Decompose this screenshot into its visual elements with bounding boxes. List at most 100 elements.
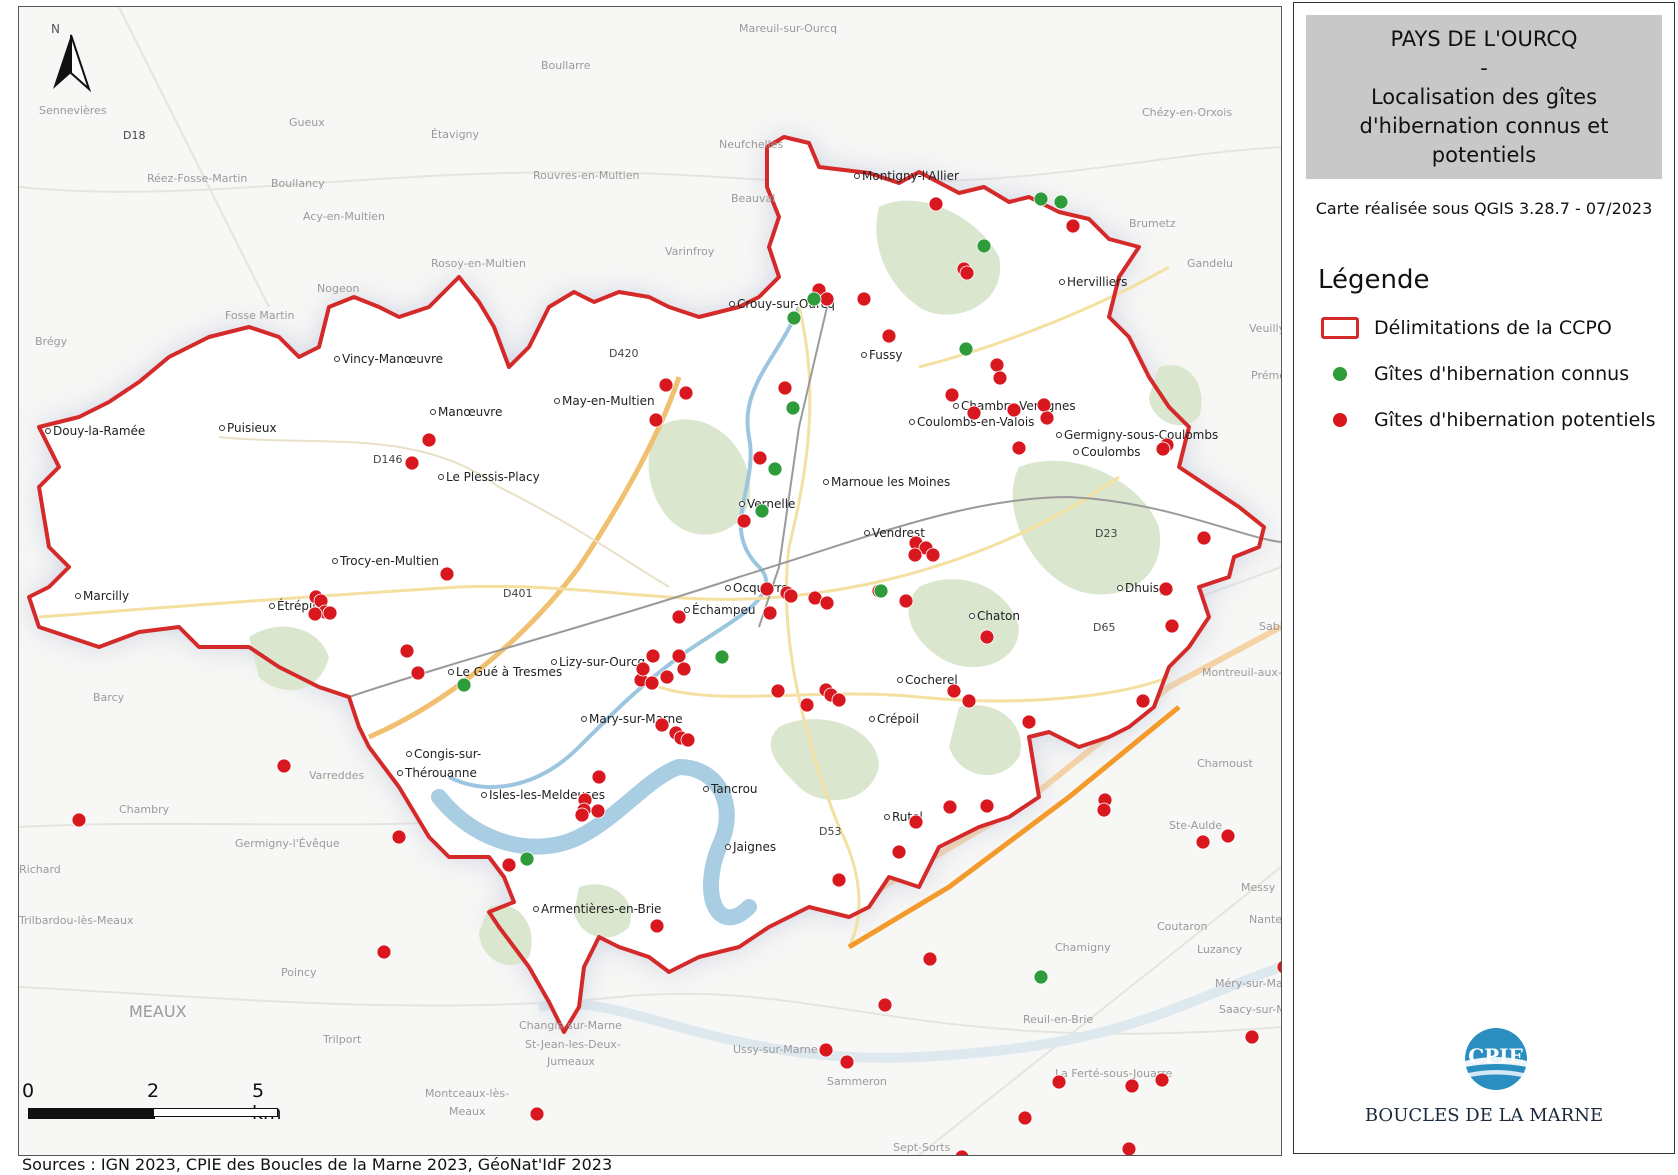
- potential-site-marker[interactable]: [1021, 714, 1037, 730]
- potential-site-marker[interactable]: [831, 692, 847, 708]
- potential-site-marker[interactable]: [439, 566, 455, 582]
- potential-site-marker[interactable]: [954, 1149, 970, 1155]
- potential-site-marker[interactable]: [907, 547, 923, 563]
- potential-site-marker[interactable]: [1158, 581, 1174, 597]
- potential-site-marker[interactable]: [644, 675, 660, 691]
- potential-site-marker[interactable]: [574, 807, 590, 823]
- potential-site-marker[interactable]: [979, 798, 995, 814]
- potential-site-marker[interactable]: [908, 814, 924, 830]
- potential-site-marker[interactable]: [1051, 1074, 1067, 1090]
- potential-site-marker[interactable]: [404, 455, 420, 471]
- potential-site-marker[interactable]: [391, 829, 407, 845]
- potential-site-marker[interactable]: [654, 717, 670, 733]
- potential-site-marker[interactable]: [671, 609, 687, 625]
- potential-site-marker[interactable]: [818, 1042, 834, 1058]
- potential-site-marker[interactable]: [71, 812, 87, 828]
- potential-site-marker[interactable]: [777, 380, 793, 396]
- potential-site-marker[interactable]: [1017, 1110, 1033, 1126]
- potential-site-marker[interactable]: [1096, 802, 1112, 818]
- potential-site-marker[interactable]: [1039, 410, 1055, 426]
- potential-site-marker[interactable]: [966, 405, 982, 421]
- potential-site-marker[interactable]: [649, 918, 665, 934]
- potential-sites-layer[interactable]: [71, 196, 1281, 1155]
- potential-site-marker[interactable]: [925, 547, 941, 563]
- potential-site-marker[interactable]: [1011, 440, 1027, 456]
- potential-site-marker[interactable]: [942, 799, 958, 815]
- known-site-marker[interactable]: [958, 341, 974, 357]
- known-site-marker[interactable]: [714, 649, 730, 665]
- potential-site-marker[interactable]: [1164, 618, 1180, 634]
- potential-site-marker[interactable]: [322, 605, 338, 621]
- potential-site-marker[interactable]: [752, 450, 768, 466]
- potential-site-marker[interactable]: [276, 758, 292, 774]
- potential-site-marker[interactable]: [590, 803, 606, 819]
- potential-site-marker[interactable]: [1244, 1029, 1260, 1045]
- known-site-marker[interactable]: [806, 291, 822, 307]
- potential-site-marker[interactable]: [819, 595, 835, 611]
- potential-site-marker[interactable]: [1276, 960, 1281, 974]
- potential-site-marker[interactable]: [1220, 828, 1236, 844]
- known-sites-layer[interactable]: [456, 191, 1069, 985]
- map-canvas[interactable]: N Mareuil-sur-OurcqBoullarreChézy-en-Orx…: [19, 7, 1281, 1155]
- potential-site-marker[interactable]: [399, 643, 415, 659]
- potential-site-marker[interactable]: [922, 951, 938, 967]
- potential-site-marker[interactable]: [928, 196, 944, 212]
- known-site-marker[interactable]: [456, 677, 472, 693]
- potential-site-marker[interactable]: [783, 588, 799, 604]
- potential-site-marker[interactable]: [881, 328, 897, 344]
- potential-site-marker[interactable]: [1155, 441, 1171, 457]
- known-site-marker[interactable]: [767, 461, 783, 477]
- potential-site-marker[interactable]: [678, 385, 694, 401]
- potential-site-marker[interactable]: [591, 769, 607, 785]
- known-site-marker[interactable]: [976, 238, 992, 254]
- potential-site-marker[interactable]: [307, 606, 323, 622]
- known-site-marker[interactable]: [785, 400, 801, 416]
- potential-site-marker[interactable]: [770, 683, 786, 699]
- potential-site-marker[interactable]: [1036, 397, 1052, 413]
- potential-site-marker[interactable]: [944, 387, 960, 403]
- potential-site-marker[interactable]: [979, 629, 995, 645]
- potential-site-marker[interactable]: [762, 605, 778, 621]
- known-site-marker[interactable]: [1033, 191, 1049, 207]
- potential-site-marker[interactable]: [676, 661, 692, 677]
- potential-site-marker[interactable]: [1006, 402, 1022, 418]
- known-site-marker[interactable]: [873, 583, 889, 599]
- potential-site-marker[interactable]: [659, 669, 675, 685]
- potential-site-marker[interactable]: [891, 844, 907, 860]
- known-site-marker[interactable]: [786, 310, 802, 326]
- potential-site-marker[interactable]: [961, 693, 977, 709]
- potential-site-marker[interactable]: [635, 661, 651, 677]
- potential-site-marker[interactable]: [1154, 1072, 1170, 1088]
- potential-site-marker[interactable]: [376, 944, 392, 960]
- known-site-marker[interactable]: [1053, 194, 1069, 210]
- potential-site-marker[interactable]: [501, 857, 517, 873]
- potential-site-marker[interactable]: [736, 513, 752, 529]
- potential-site-marker[interactable]: [946, 683, 962, 699]
- potential-site-marker[interactable]: [839, 1054, 855, 1070]
- potential-site-marker[interactable]: [819, 291, 835, 307]
- potential-site-marker[interactable]: [421, 432, 437, 448]
- potential-site-marker[interactable]: [1121, 1141, 1137, 1155]
- potential-site-marker[interactable]: [898, 593, 914, 609]
- known-site-marker[interactable]: [519, 851, 535, 867]
- potential-site-marker[interactable]: [759, 581, 775, 597]
- potential-site-marker[interactable]: [1195, 834, 1211, 850]
- potential-site-marker[interactable]: [1135, 693, 1151, 709]
- potential-site-marker[interactable]: [959, 265, 975, 281]
- potential-site-marker[interactable]: [1196, 530, 1212, 546]
- potential-site-marker[interactable]: [989, 357, 1005, 373]
- potential-site-marker[interactable]: [1065, 218, 1081, 234]
- potential-site-marker[interactable]: [992, 370, 1008, 386]
- potential-site-marker[interactable]: [529, 1106, 545, 1122]
- potential-site-marker[interactable]: [799, 697, 815, 713]
- potential-site-marker[interactable]: [658, 377, 674, 393]
- potential-site-marker[interactable]: [648, 412, 664, 428]
- known-site-marker[interactable]: [1033, 969, 1049, 985]
- potential-site-marker[interactable]: [877, 997, 893, 1013]
- potential-site-marker[interactable]: [645, 648, 661, 664]
- potential-site-marker[interactable]: [680, 732, 696, 748]
- known-site-marker[interactable]: [754, 503, 770, 519]
- potential-site-marker[interactable]: [831, 872, 847, 888]
- potential-site-marker[interactable]: [856, 291, 872, 307]
